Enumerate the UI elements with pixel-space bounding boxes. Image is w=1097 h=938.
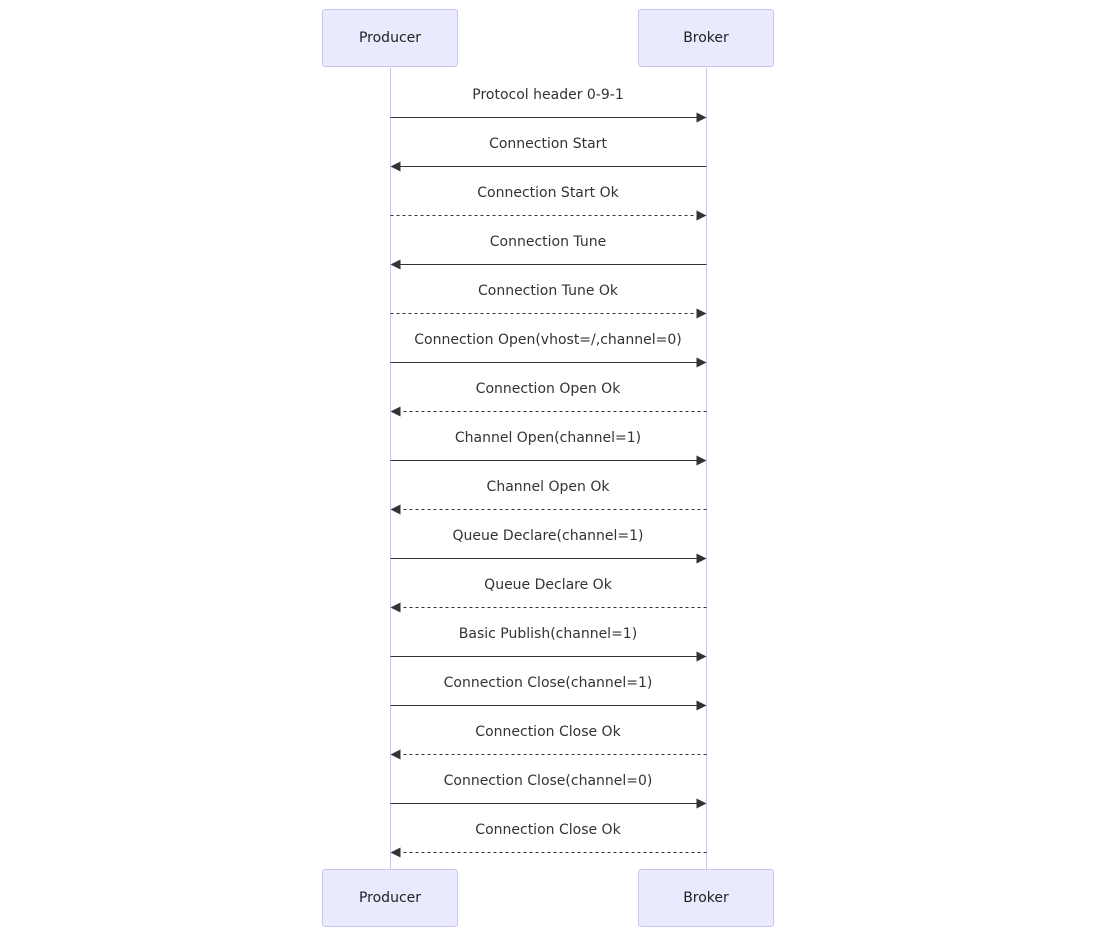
message-label: Connection Close(channel=1) bbox=[443, 675, 653, 691]
message-label: Protocol header 0-9-1 bbox=[472, 87, 624, 103]
message-label: Connection Close Ok bbox=[475, 822, 621, 838]
message-label: Channel Open Ok bbox=[486, 479, 610, 495]
message-label: Connection Tune Ok bbox=[477, 283, 619, 299]
actor-label: Broker bbox=[683, 890, 729, 906]
actor-label: Producer bbox=[358, 890, 422, 906]
message-label: Connection Start bbox=[489, 136, 607, 152]
actor-broker-top: Broker bbox=[638, 9, 774, 67]
message-label: Queue Declare(channel=1) bbox=[452, 528, 644, 544]
message-label: Connection Open Ok bbox=[475, 381, 621, 397]
actor-label: Broker bbox=[683, 30, 729, 46]
actor-producer-top: Producer bbox=[322, 9, 458, 67]
actor-label: Producer bbox=[358, 30, 422, 46]
message-label: Connection Open(vhost=/,channel=0) bbox=[414, 332, 682, 348]
actor-producer-bottom: Producer bbox=[322, 869, 458, 927]
message-label: Connection Start Ok bbox=[477, 185, 619, 201]
message-label: Channel Open(channel=1) bbox=[454, 430, 642, 446]
message-label: Queue Declare Ok bbox=[484, 577, 612, 593]
message-label: Connection Tune bbox=[489, 234, 607, 250]
message-label: Connection Close Ok bbox=[475, 724, 621, 740]
message-label: Connection Close(channel=0) bbox=[443, 773, 653, 789]
actor-broker-bottom: Broker bbox=[638, 869, 774, 927]
message-label: Basic Publish(channel=1) bbox=[458, 626, 638, 642]
message-arrows bbox=[390, 112, 707, 858]
